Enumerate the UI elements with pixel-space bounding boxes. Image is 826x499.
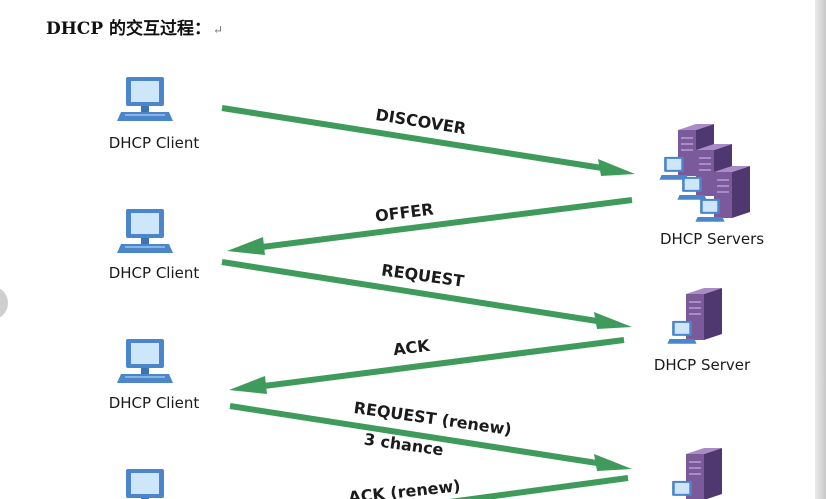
computer-icon (116, 468, 174, 499)
return-mark-icon: ↵ (213, 23, 224, 37)
arrowhead-icon (229, 376, 267, 394)
message-label: OFFER (374, 200, 435, 226)
window-edge (815, 0, 826, 499)
server-label: DHCP Server (654, 356, 751, 374)
arrowhead-icon (598, 159, 635, 176)
message-label: ACK (392, 336, 431, 359)
ack-arrow (263, 337, 625, 389)
renew-request-arrow (229, 403, 598, 466)
request-arrow (221, 259, 598, 324)
client-label: DHCP Client (109, 264, 200, 282)
offer-arrow (261, 197, 633, 250)
server-icon (667, 448, 722, 499)
renew-ack-arrow (449, 475, 629, 499)
computer-icon (116, 338, 174, 384)
server-group-icon (659, 124, 750, 222)
page-title-text: DHCP 的交互过程： (46, 19, 212, 39)
arrowhead-icon (594, 312, 632, 329)
message-label: ACK (renew) (347, 476, 461, 499)
arrowhead-icon (227, 237, 265, 255)
message-sublabel: 3 chance (363, 430, 445, 460)
client-label: DHCP Client (109, 134, 200, 152)
server-icon (667, 288, 722, 344)
server-label: DHCP Servers (660, 230, 764, 248)
discover-arrow (221, 105, 603, 171)
side-scroll-handle[interactable] (0, 286, 8, 320)
computer-icon (116, 76, 174, 122)
client-label: DHCP Client (109, 394, 200, 412)
arrowhead-icon (594, 454, 632, 471)
page-title: DHCP 的交互过程：↵ (46, 14, 223, 39)
computer-icon (116, 208, 174, 254)
